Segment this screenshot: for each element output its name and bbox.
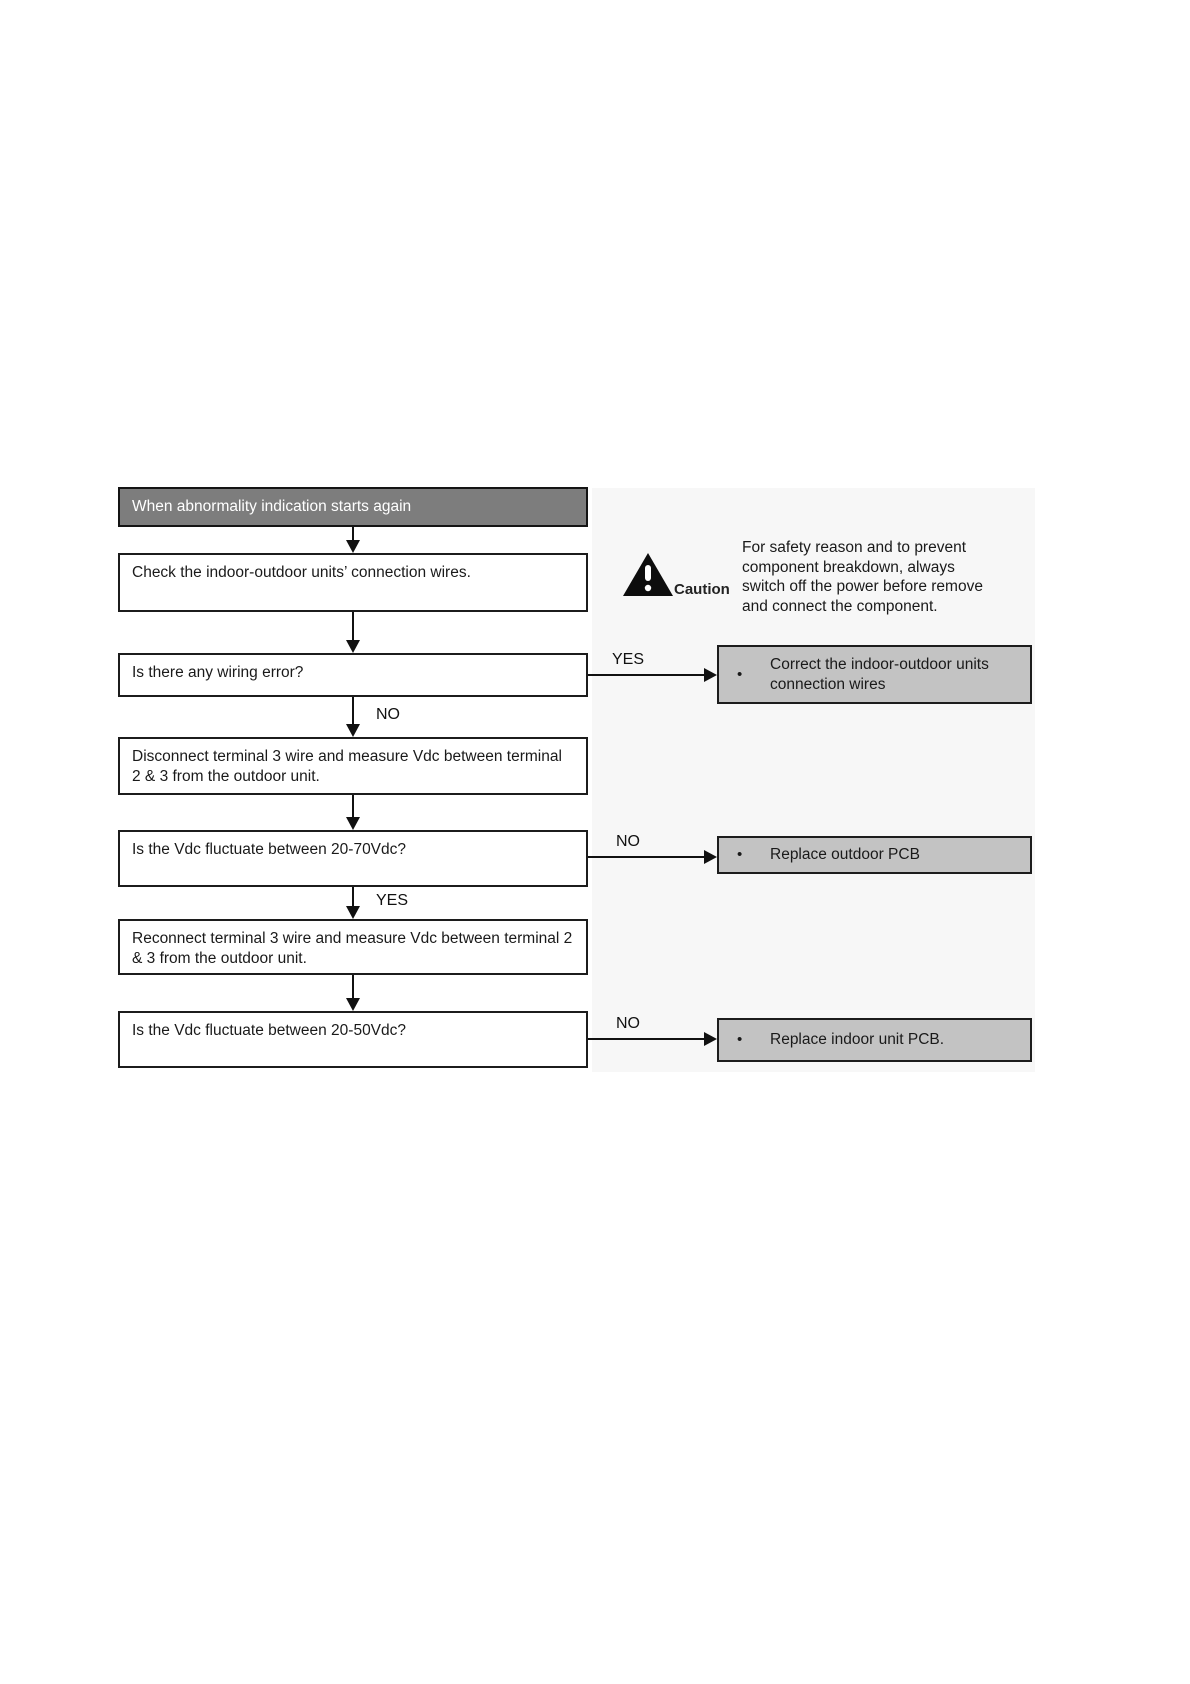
decision-vdc-20-70: Is the Vdc fluctuate between 20-70Vdc?: [118, 830, 588, 887]
connector-vdc50-no: [588, 1038, 704, 1040]
connector-vdc70-to-reconnect: [352, 887, 354, 907]
branch-label-yes-wiring: YES: [611, 651, 644, 668]
arrow-down-icon: [346, 640, 360, 653]
arrow-down-icon: [346, 998, 360, 1011]
branch-label-no-vdc50: NO: [616, 1015, 640, 1032]
arrow-right-icon: [704, 850, 717, 864]
bullet-icon: •: [737, 665, 743, 683]
result-correct-wires: • Correct the indoor-outdoor units conne…: [717, 645, 1032, 704]
decision-wiring-error-text: Is there any wiring error?: [132, 664, 304, 681]
decision-vdc-20-50: Is the Vdc fluctuate between 20-50Vdc?: [118, 1011, 588, 1068]
result-replace-outdoor-pcb: • Replace outdoor PCB: [717, 836, 1032, 874]
connector-check-to-wiring: [352, 612, 354, 641]
arrow-down-icon: [346, 540, 360, 553]
arrow-down-icon: [346, 724, 360, 737]
connector-vdc70-no: [588, 856, 704, 858]
flowchart-title: When abnormality indication starts again: [132, 498, 412, 515]
result-correct-wires-text: Correct the indoor-outdoor units connect…: [770, 655, 989, 693]
arrow-down-icon: [346, 817, 360, 830]
connector-wiring-to-disconnect: [352, 697, 354, 725]
branch-label-no-wiring: NO: [376, 706, 400, 723]
arrow-right-icon: [704, 1032, 717, 1046]
step-reconnect-terminal: Reconnect terminal 3 wire and measure Vd…: [118, 919, 588, 975]
branch-label-yes-vdc70: YES: [376, 892, 409, 909]
result-replace-indoor-pcb-text: Replace indoor unit PCB.: [770, 1031, 945, 1048]
connector-title-to-check: [352, 527, 354, 542]
caution-label: Caution: [674, 581, 730, 598]
decision-wiring-error: Is there any wiring error?: [118, 653, 588, 697]
connector-reconnect-to-vdc50: [352, 975, 354, 999]
connector-wiring-yes: [588, 674, 704, 676]
caution-note-text: For safety reason and to prevent compone…: [742, 539, 983, 615]
arrow-right-icon: [704, 668, 717, 682]
result-replace-indoor-pcb: • Replace indoor unit PCB.: [717, 1018, 1032, 1062]
arrow-down-icon: [346, 906, 360, 919]
caution-warning-icon: [621, 552, 675, 598]
result-replace-outdoor-pcb-text: Replace outdoor PCB: [770, 846, 920, 863]
step-reconnect-terminal-text: Reconnect terminal 3 wire and measure Vd…: [132, 930, 573, 967]
connector-disconnect-to-vdc70: [352, 795, 354, 818]
bullet-icon: •: [737, 1031, 743, 1048]
step-check-wires: Check the indoor-outdoor units’ connecti…: [118, 553, 588, 612]
bullet-icon: •: [737, 846, 743, 863]
flowchart-title-bar: When abnormality indication starts again: [118, 487, 588, 527]
decision-vdc-20-70-text: Is the Vdc fluctuate between 20-70Vdc?: [132, 841, 407, 858]
branch-label-no-vdc70: NO: [616, 833, 640, 850]
step-check-wires-text: Check the indoor-outdoor units’ connecti…: [132, 564, 471, 581]
step-disconnect-terminal: Disconnect terminal 3 wire and measure V…: [118, 737, 588, 795]
decision-vdc-20-50-text: Is the Vdc fluctuate between 20-50Vdc?: [132, 1022, 407, 1039]
step-disconnect-terminal-text: Disconnect terminal 3 wire and measure V…: [132, 748, 562, 785]
